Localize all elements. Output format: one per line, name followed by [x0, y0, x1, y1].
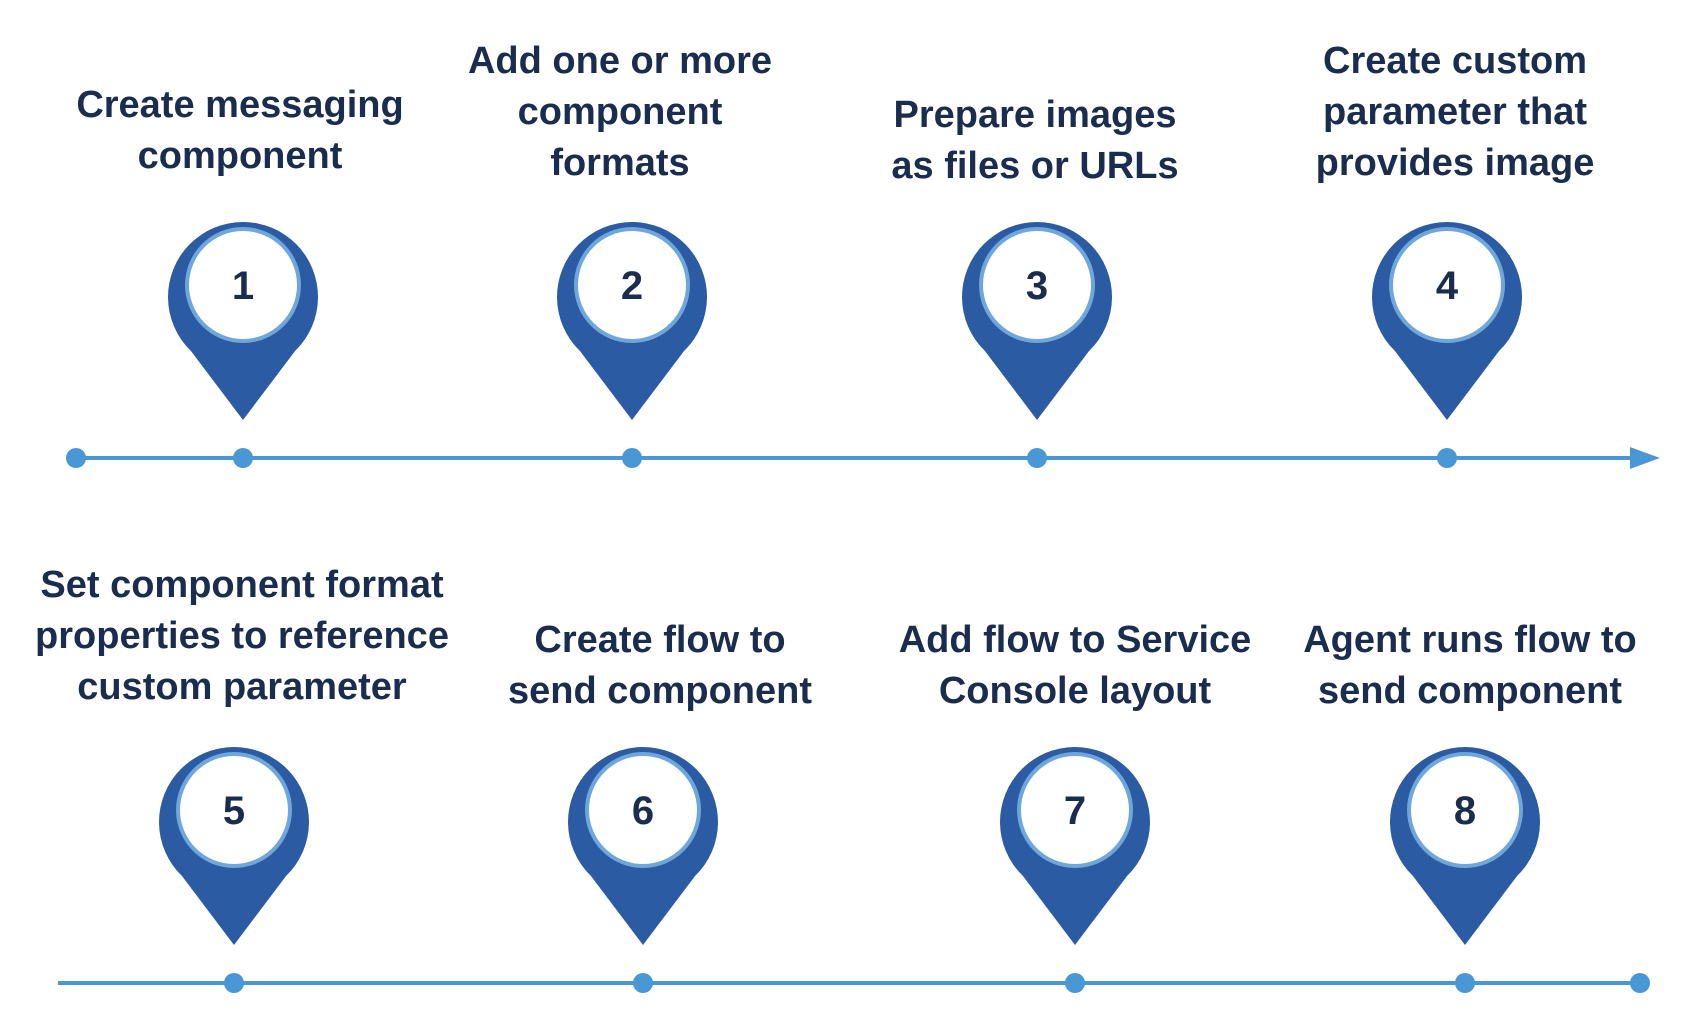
pin-center: [189, 231, 297, 339]
step-4-label: Create custom parameter that provides im…: [1315, 40, 1595, 184]
timeline-dot: [1027, 448, 1047, 468]
step-3-label: Prepare images as files or URLs: [891, 94, 1179, 187]
timeline-end-dot: [1630, 973, 1650, 993]
step-1-number: 1: [232, 264, 254, 308]
timeline-dot: [633, 973, 653, 993]
timeline-start-dot: [66, 448, 86, 468]
step-7-number: 7: [1064, 789, 1086, 833]
step-2-label: Add one or more component formats: [467, 40, 773, 184]
pin-center: [1393, 231, 1501, 339]
pin-center: [180, 756, 288, 864]
step-5-number: 5: [223, 789, 245, 833]
step-2-number: 2: [621, 264, 643, 308]
step-8-number: 8: [1454, 789, 1476, 833]
pin-center: [1411, 756, 1519, 864]
pin-center: [578, 231, 686, 339]
timeline-dot: [1437, 448, 1457, 468]
timeline-dot: [1455, 973, 1475, 993]
step-4-number: 4: [1436, 264, 1459, 308]
timeline-dot: [1065, 973, 1085, 993]
timeline-dot: [233, 448, 253, 468]
pin-center: [983, 231, 1091, 339]
step-6-number: 6: [632, 789, 654, 833]
step-6-label: Create flow to send component: [507, 619, 813, 712]
step-8-label: Agent runs flow to send component: [1303, 619, 1637, 712]
timeline-dot: [224, 973, 244, 993]
timeline-arrowhead: [1630, 447, 1660, 469]
step-5-label: Set component format properties to refer…: [35, 564, 449, 708]
pin-center: [1021, 756, 1129, 864]
step-1-label: Create messaging component: [76, 84, 404, 177]
step-3-number: 3: [1026, 264, 1048, 308]
pin-center: [589, 756, 697, 864]
timeline-dot: [622, 448, 642, 468]
step-7-label: Add flow to Service Console layout: [898, 619, 1252, 712]
